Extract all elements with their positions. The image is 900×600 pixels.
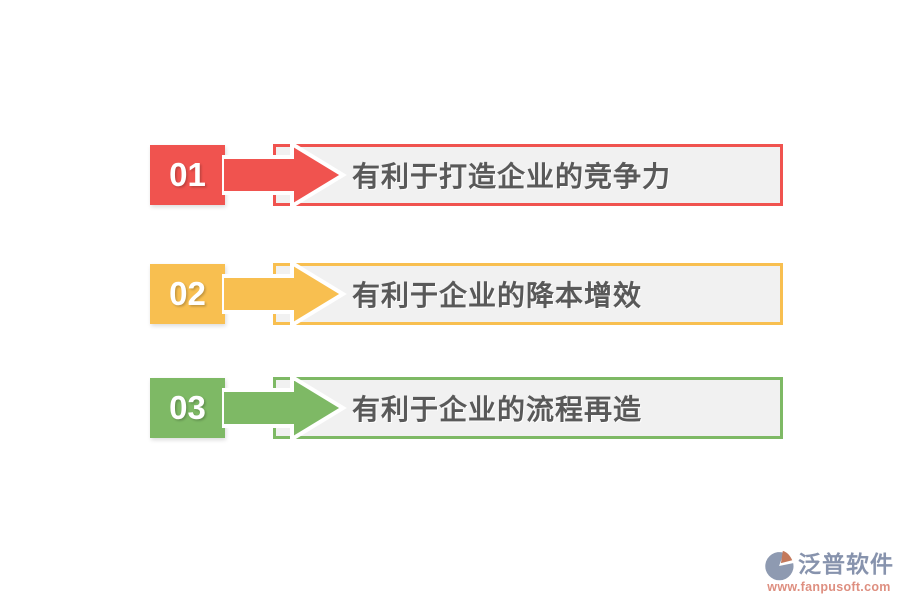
benefit-box: 有利于打造企业的竞争力 bbox=[273, 144, 783, 206]
benefit-row-3: 有利于企业的流程再造 03 bbox=[0, 375, 900, 441]
benefit-label: 有利于企业的降本增效 bbox=[352, 280, 643, 311]
logo-url-text: www.fanpusoft.com bbox=[767, 580, 891, 594]
step-number-badge: 01 bbox=[150, 145, 225, 205]
benefit-label: 有利于打造企业的竞争力 bbox=[352, 161, 672, 192]
arrow-right-icon bbox=[222, 375, 347, 441]
arrow-right-icon bbox=[222, 142, 347, 208]
arrow-right-icon bbox=[222, 261, 347, 327]
benefit-row-2: 有利于企业的降本增效 02 bbox=[0, 261, 900, 327]
logo-brand-text: 泛普软件 bbox=[798, 551, 894, 578]
fanpu-logo-icon bbox=[765, 550, 794, 581]
fanpu-logo: 泛普软件 www.fanpusoft.com bbox=[764, 548, 894, 594]
benefit-label: 有利于企业的流程再造 bbox=[352, 394, 643, 425]
step-number-badge: 02 bbox=[150, 264, 225, 324]
step-number-badge: 03 bbox=[150, 378, 225, 438]
benefit-row-1: 有利于打造企业的竞争力 01 bbox=[0, 142, 900, 208]
benefit-box: 有利于企业的流程再造 bbox=[273, 377, 783, 439]
benefit-box: 有利于企业的降本增效 bbox=[273, 263, 783, 325]
